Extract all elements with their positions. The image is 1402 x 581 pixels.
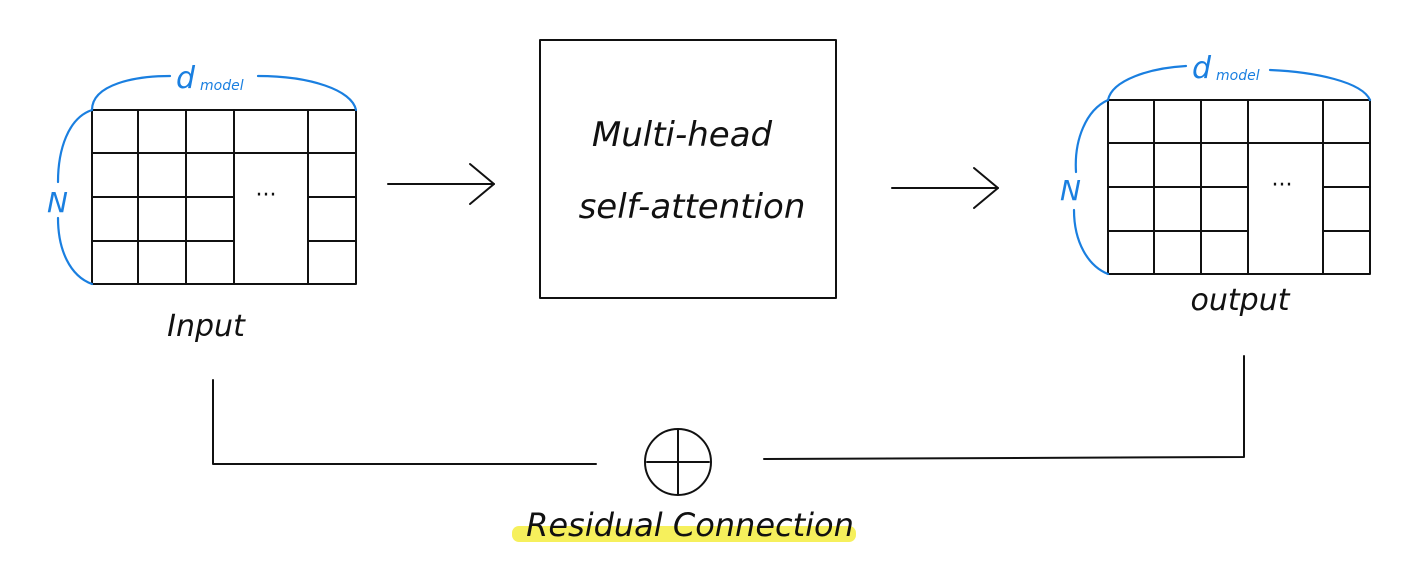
- add-operator-icon: [644, 428, 712, 496]
- output-width-brace-left: [1106, 64, 1188, 102]
- input-ellipsis: ···: [256, 183, 277, 208]
- attention-label-line1: Multi-head: [592, 115, 773, 155]
- input-height-brace-bottom: [56, 216, 94, 286]
- output-width-brace-right: [1268, 68, 1372, 102]
- input-width-label-sub: model: [200, 78, 244, 94]
- output-height-brace-top: [1074, 98, 1110, 174]
- attention-label-line2: self-attention: [579, 187, 806, 227]
- input-width-brace-right: [256, 74, 358, 112]
- input-label: Input: [167, 309, 246, 344]
- output-label: output: [1191, 283, 1291, 318]
- arrow-head: [469, 163, 495, 205]
- output-matrix: ··· d model N output: [1060, 51, 1372, 318]
- arrow-head: [973, 167, 999, 209]
- residual-line-left: [212, 379, 597, 465]
- output-width-label-sub: model: [1216, 68, 1260, 84]
- residual-label: Residual Connection: [526, 506, 854, 544]
- output-width-label: d: [1192, 51, 1212, 86]
- attention-box: [539, 39, 837, 299]
- input-width-brace-left: [90, 74, 172, 112]
- attention-block: Multi-head self-attention: [539, 39, 837, 299]
- input-height-label: N: [47, 186, 68, 219]
- arrow-attention-to-output: [891, 167, 999, 209]
- input-matrix: ··· d model N Input: [47, 61, 358, 344]
- output-ellipsis: ···: [1272, 173, 1293, 198]
- output-height-brace-bottom: [1072, 208, 1110, 276]
- input-height-brace-top: [56, 108, 94, 184]
- residual-label-highlight: [512, 526, 856, 542]
- arrow-input-to-attention: [387, 163, 495, 205]
- input-width-label: d: [176, 61, 196, 96]
- residual-line-right: [763, 355, 1245, 460]
- residual-connection: Residual Connection: [212, 355, 1245, 544]
- output-height-label: N: [1060, 174, 1081, 207]
